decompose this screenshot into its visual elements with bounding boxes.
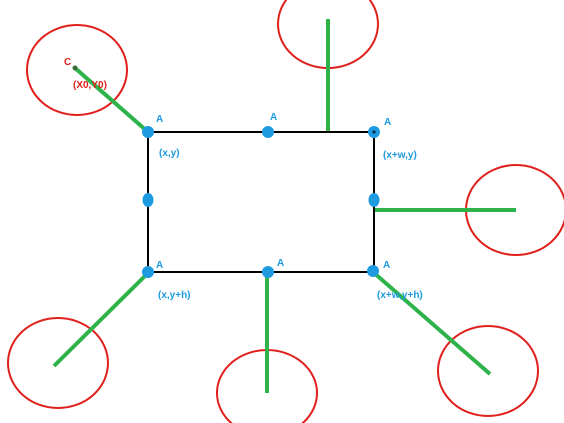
- connector-bottom-left: [52, 271, 150, 368]
- center-coordinates-label: (X0,Y0): [73, 80, 107, 91]
- handle-right-middle[interactable]: [368, 193, 380, 207]
- circle-top-left: [26, 24, 128, 116]
- handle-bottom-middle[interactable]: [262, 266, 274, 278]
- anchor-label-top-middle: A: [270, 112, 277, 123]
- handle-bottom-left[interactable]: [142, 266, 154, 278]
- coord-label-bottom-left: (x,y+h): [158, 290, 191, 301]
- handle-left-middle[interactable]: [142, 193, 154, 207]
- anchor-label-bottom-left: A: [156, 260, 163, 271]
- connector-bottom-right: [371, 270, 492, 376]
- center-label: C: [64, 57, 71, 68]
- anchor-label-bottom-right: A: [383, 260, 390, 271]
- anchor-label-top-left: A: [156, 114, 163, 125]
- anchor-label-top-right: A: [384, 117, 391, 128]
- anchor-label-bottom-middle: A: [277, 258, 284, 269]
- handle-top-middle[interactable]: [262, 126, 274, 138]
- circle-bottom-left: [7, 317, 109, 409]
- handle-bottom-right[interactable]: [367, 265, 379, 277]
- coord-label-bottom-right: (x+w,y+h): [377, 290, 423, 301]
- center-point-dot: [72, 65, 78, 71]
- handle-top-right-dot: [372, 130, 376, 134]
- connector-top-left: [73, 66, 150, 134]
- coord-label-top-left: (x,y): [159, 148, 180, 159]
- circle-bottom-right: [437, 325, 539, 417]
- handle-top-left[interactable]: [142, 126, 154, 138]
- coord-label-top-right: (x+w,y): [383, 150, 417, 161]
